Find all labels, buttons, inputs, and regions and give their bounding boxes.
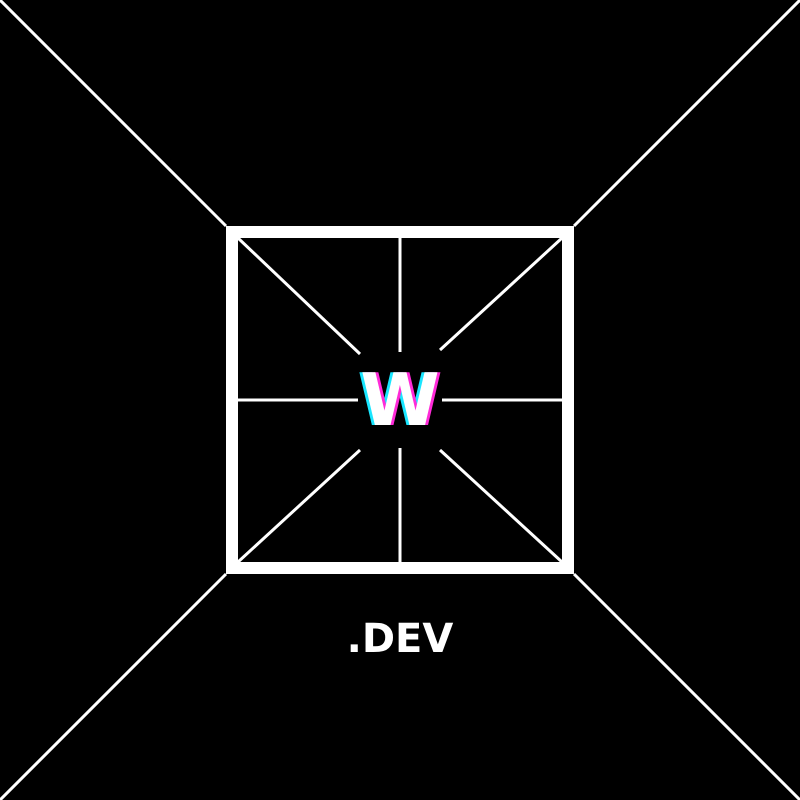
logo-letter: W W W: [350, 355, 450, 445]
center-square-frame: [226, 226, 574, 574]
logo-letter-magenta-layer: W: [363, 358, 443, 442]
diagonal-bottom-right: [572, 572, 800, 800]
inner-diagonal-top-right: [438, 236, 564, 352]
logo-letter-cyan-layer: W: [357, 358, 437, 442]
diagonal-top-left: [0, 0, 228, 228]
inner-diagonal-bottom-right: [438, 448, 564, 564]
inner-diagonal-bottom-left: [236, 448, 362, 564]
logo-letter-main: W: [360, 358, 440, 442]
diagonal-bottom-left: [0, 572, 228, 800]
domain-suffix: .DEV: [346, 616, 454, 662]
inner-diagonal-top-left: [236, 236, 362, 356]
diagonal-top-right: [572, 0, 800, 228]
